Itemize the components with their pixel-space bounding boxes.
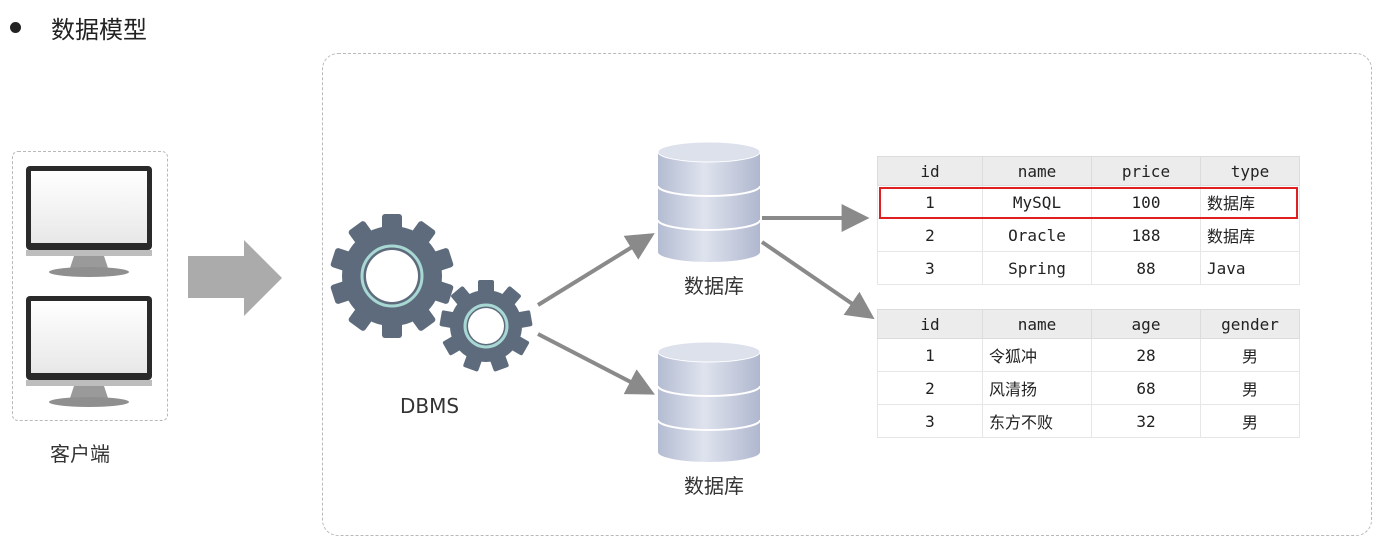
table-cell: Oracle xyxy=(982,218,1092,252)
column-header: name xyxy=(982,309,1092,339)
table-cell: 数据库 xyxy=(1200,185,1300,219)
column-header: id xyxy=(877,309,983,339)
column-header: gender xyxy=(1200,309,1300,339)
table-cell: MySQL xyxy=(982,185,1092,219)
table-cell: Spring xyxy=(982,251,1092,285)
table-cell: 风清扬 xyxy=(982,371,1092,405)
table-row: 2 Oracle 188 数据库 xyxy=(877,218,1300,252)
table-cell: 2 xyxy=(877,218,983,252)
table-cell: 令狐冲 xyxy=(982,338,1092,372)
table-cell: 数据库 xyxy=(1200,218,1300,252)
users-table: id name age gender 1 令狐冲 28 男 2 风清扬 68 男… xyxy=(877,309,1300,438)
table-cell: 2 xyxy=(877,371,983,405)
table-cell: 100 xyxy=(1091,185,1201,219)
column-header: price xyxy=(1091,156,1201,186)
table-cell: 3 xyxy=(877,251,983,285)
arrow-dbms-to-db1 xyxy=(536,233,655,307)
table-cell: 32 xyxy=(1091,404,1201,438)
table-row: 2 风清扬 68 男 xyxy=(877,371,1300,405)
table-row: 1 令狐冲 28 男 xyxy=(877,338,1300,372)
table-cell: 68 xyxy=(1091,371,1201,405)
table-cell: 28 xyxy=(1091,338,1201,372)
table-row: 3 东方不败 32 男 xyxy=(877,404,1300,438)
column-header: age xyxy=(1091,309,1201,339)
table-cell: 1 xyxy=(877,185,983,219)
table-row: 3 Spring 88 Java xyxy=(877,251,1300,285)
database-icon xyxy=(657,141,761,262)
products-table: id name price type 1 MySQL 100 数据库 2 Ora… xyxy=(877,156,1300,285)
right-arrow-icon xyxy=(188,240,282,316)
gear-icon xyxy=(330,214,454,338)
table-row: 1 MySQL 100 数据库 xyxy=(877,185,1300,219)
table-cell: 男 xyxy=(1200,404,1300,438)
arrow-db-to-table2 xyxy=(760,240,875,320)
table-cell: 188 xyxy=(1091,218,1201,252)
bullet-dot-icon xyxy=(10,22,21,33)
page-title: 数据模型 xyxy=(51,16,147,44)
table-cell: 男 xyxy=(1200,338,1300,372)
arrow-dbms-to-db2 xyxy=(537,332,655,395)
dbms-label: DBMS xyxy=(400,394,460,418)
client-group xyxy=(12,151,168,421)
column-header: name xyxy=(982,156,1092,186)
page-heading: 数据模型 xyxy=(10,10,147,45)
column-header: id xyxy=(877,156,983,186)
column-header: type xyxy=(1200,156,1300,186)
monitor-icon xyxy=(26,296,152,407)
database-label: 数据库 xyxy=(684,474,744,498)
table-cell: 88 xyxy=(1091,251,1201,285)
database-icon xyxy=(657,341,761,462)
database-system-group xyxy=(322,53,1372,536)
table-cell: 男 xyxy=(1200,371,1300,405)
table-header-row: id name price type xyxy=(877,156,1300,186)
table-cell: 1 xyxy=(877,338,983,372)
table-header-row: id name age gender xyxy=(877,309,1300,339)
gear-icon xyxy=(439,280,533,372)
database-label: 数据库 xyxy=(684,274,744,298)
table-cell: 东方不败 xyxy=(982,404,1092,438)
client-label: 客户端 xyxy=(50,442,110,466)
table-cell: 3 xyxy=(877,404,983,438)
monitor-icon xyxy=(26,166,152,277)
table-cell: Java xyxy=(1200,251,1300,285)
